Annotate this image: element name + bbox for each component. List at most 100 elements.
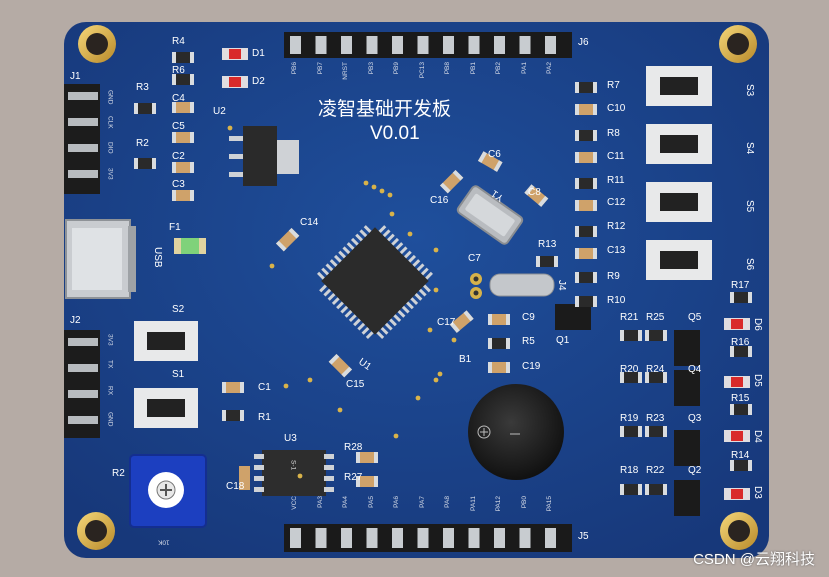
silkscreen-s3: S3 bbox=[744, 84, 755, 97]
silkscreen-c11: C11 bbox=[607, 151, 625, 162]
silkscreen-j4: J4 bbox=[556, 280, 567, 291]
silkscreen-u3: U3 bbox=[284, 433, 297, 444]
j6-pin-label: PB7 bbox=[316, 62, 324, 75]
silkscreen-q2: Q2 bbox=[688, 465, 702, 476]
silkscreen-c17: C17 bbox=[437, 317, 456, 328]
board-version: V0.01 bbox=[370, 123, 420, 144]
silkscreen-r18: R18 bbox=[620, 465, 639, 476]
silkscreen-r15: R15 bbox=[731, 393, 750, 404]
silkscreen-c1: C1 bbox=[258, 382, 271, 393]
j1-pin-label: CLK bbox=[106, 116, 114, 129]
silkscreen-d4: D4 bbox=[752, 430, 763, 443]
silkscreen-r13: R13 bbox=[538, 239, 557, 250]
j6-pin-label: PA1 bbox=[520, 62, 528, 74]
silkscreen-q1: Q1 bbox=[556, 335, 570, 346]
j1-pin-label: DIO bbox=[106, 142, 114, 154]
button-s5 bbox=[646, 182, 712, 222]
j6-pin-label: PB2 bbox=[495, 62, 502, 75]
silkscreen-r5: R5 bbox=[522, 336, 535, 347]
j2-pin-label: TX bbox=[106, 360, 114, 369]
silkscreen-c6: C6 bbox=[488, 149, 501, 160]
header-j1 bbox=[64, 84, 100, 194]
j5-pin-label: PA6 bbox=[393, 496, 400, 508]
u3-marking: S-1 bbox=[289, 460, 297, 471]
silkscreen-q5: Q5 bbox=[688, 312, 702, 323]
watermark: CSDN @云翔科技 bbox=[693, 551, 815, 568]
buzzer-b1 bbox=[468, 384, 564, 480]
j6-pin-label: PB1 bbox=[469, 62, 477, 75]
silkscreen-r22: R22 bbox=[646, 465, 665, 476]
silkscreen-r7: R7 bbox=[607, 80, 620, 91]
silkscreen-s6: S6 bbox=[744, 258, 755, 271]
silkscreen-c4: C4 bbox=[172, 93, 185, 104]
silkscreen-r20: R20 bbox=[620, 364, 639, 375]
silkscreen-r1: R1 bbox=[258, 412, 271, 423]
header-j2 bbox=[64, 330, 100, 438]
button-s2 bbox=[134, 321, 198, 361]
header-j6 bbox=[284, 32, 572, 58]
silkscreen-f1: F1 bbox=[169, 222, 181, 233]
j5-pin-label: PA12 bbox=[495, 496, 502, 512]
silkscreen-s1: S1 bbox=[172, 369, 185, 380]
connector-j6: J6 bbox=[578, 37, 589, 48]
silkscreen-c3: C3 bbox=[172, 179, 185, 190]
silkscreen-r21: R21 bbox=[620, 312, 639, 323]
silkscreen-b1: B1 bbox=[459, 354, 472, 365]
j6-pin-label: PB9 bbox=[393, 62, 400, 75]
silkscreen-r10: R10 bbox=[607, 295, 626, 306]
j5-pin-label: PA11 bbox=[469, 496, 477, 511]
j5-pin-label: PA15 bbox=[546, 496, 553, 512]
fuse-f1 bbox=[174, 238, 206, 254]
silkscreen-d6: D6 bbox=[752, 318, 763, 331]
silkscreen-c9: C9 bbox=[522, 312, 535, 323]
silkscreen-r19: R19 bbox=[620, 413, 639, 424]
j2-pin-label: 3V3 bbox=[106, 334, 114, 346]
j6-pin-label: PC13 bbox=[418, 62, 426, 79]
j2-pin-label: GND bbox=[106, 412, 114, 427]
silkscreen-c2: C2 bbox=[172, 151, 185, 162]
j6-pin-label: NRST bbox=[342, 62, 349, 80]
potentiometer-r2 bbox=[129, 454, 207, 528]
crystal-j4 bbox=[470, 273, 555, 299]
usb-connector bbox=[65, 219, 136, 299]
silkscreen-r14: R14 bbox=[731, 450, 750, 461]
silkscreen-r24: R24 bbox=[646, 364, 665, 375]
j5-pin-label: VCC bbox=[291, 496, 298, 510]
silkscreen-s5: S5 bbox=[744, 200, 755, 213]
silkscreen-r2b: R2 bbox=[112, 468, 125, 479]
silkscreen-c10: C10 bbox=[607, 103, 626, 114]
j5-pin-label: PA8 bbox=[444, 496, 451, 508]
silkscreen-r11: R11 bbox=[607, 175, 625, 186]
silkscreen-c5: C5 bbox=[172, 121, 185, 132]
j5-pin-label: PA7 bbox=[418, 496, 426, 508]
connector-usb: USB bbox=[152, 247, 163, 268]
j1-pin-label: GND bbox=[106, 90, 114, 105]
connector-j5: J5 bbox=[578, 531, 589, 542]
silkscreen-r9: R9 bbox=[607, 271, 620, 282]
mounting-hole-br bbox=[720, 512, 758, 550]
pot-marking: 10K bbox=[158, 538, 170, 546]
silkscreen-c16: C16 bbox=[430, 195, 449, 206]
silkscreen-u2: U2 bbox=[213, 106, 226, 117]
silkscreen-q3: Q3 bbox=[688, 413, 702, 424]
silkscreen-r28: R28 bbox=[344, 442, 363, 453]
silkscreen-c19: C19 bbox=[522, 361, 541, 372]
silkscreen-r27: R27 bbox=[344, 472, 363, 483]
j5-pin-label: PB0 bbox=[520, 496, 528, 509]
silkscreen-r12: R12 bbox=[607, 221, 626, 232]
silkscreen-d2: D2 bbox=[252, 76, 265, 87]
silkscreen-r8: R8 bbox=[607, 128, 620, 139]
j6-pin-label: PB8 bbox=[444, 62, 451, 75]
silkscreen-c18: C18 bbox=[226, 481, 245, 492]
silkscreen-d1: D1 bbox=[252, 48, 265, 59]
button-s4 bbox=[646, 124, 712, 164]
silkscreen-r25: R25 bbox=[646, 312, 665, 323]
silkscreen-r3: R3 bbox=[136, 82, 149, 93]
silkscreen-r6: R6 bbox=[172, 65, 185, 76]
connector-j2: J2 bbox=[70, 315, 81, 326]
silkscreen-r23: R23 bbox=[646, 413, 665, 424]
silkscreen-s2: S2 bbox=[172, 304, 185, 315]
button-s3 bbox=[646, 66, 712, 106]
